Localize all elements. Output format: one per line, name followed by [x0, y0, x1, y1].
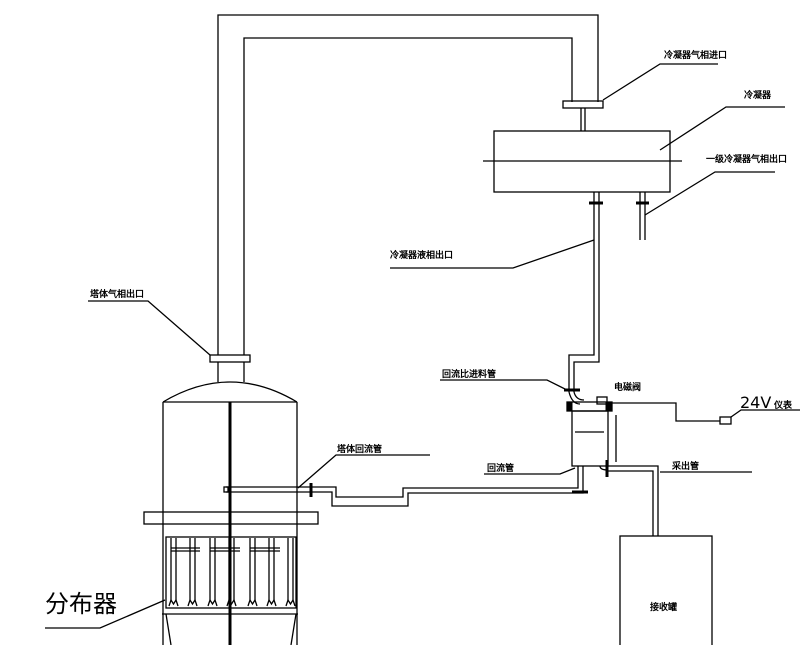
tower: [143, 381, 319, 645]
reflux-splitter-valve: [566, 396, 800, 467]
tower-flange: [143, 511, 319, 525]
solenoid-valve-icon: [596, 396, 608, 405]
distributor: [165, 536, 297, 609]
output-pipe: [599, 460, 713, 645]
meter-icon: [719, 416, 732, 425]
label-meter-voltage: 24V: [740, 393, 771, 412]
tower-outlet-flange: [209, 354, 251, 363]
vapor-pipe: [209, 14, 599, 382]
label-receiving-tank: 接收罐: [650, 601, 677, 613]
label-solenoid-valve: 电磁阀: [614, 381, 641, 393]
reflux-pipe: [223, 466, 588, 507]
label-condenser-vapor-inlet: 冷凝器气相进口: [664, 49, 727, 61]
label-tower-vapor-outlet: 塔体气相出口: [90, 288, 144, 300]
label-primary-condenser-vapor-outlet: 一级冷凝器气相出口: [706, 153, 787, 165]
label-distributor: 分布器: [45, 590, 117, 618]
label-condenser: 冷凝器: [744, 89, 772, 101]
receiving-tank: [619, 535, 713, 645]
label-reflux-pipe: 回流管: [487, 462, 514, 474]
leader-lines: [45, 63, 785, 629]
label-output-pipe: 采出管: [671, 460, 699, 472]
liquid-pipe: [564, 192, 603, 405]
label-reflux-ratio-feed-pipe: 回流比进料管: [442, 368, 496, 380]
distributor-tube: [285, 538, 296, 607]
label-meter: 仪表: [773, 399, 793, 411]
condenser: [483, 100, 682, 240]
label-tower-reflux-pipe: 塔体回流管: [337, 443, 382, 455]
condenser-inlet-flange: [562, 100, 604, 109]
label-condenser-liquid-outlet: 冷凝器液相出口: [390, 249, 453, 261]
